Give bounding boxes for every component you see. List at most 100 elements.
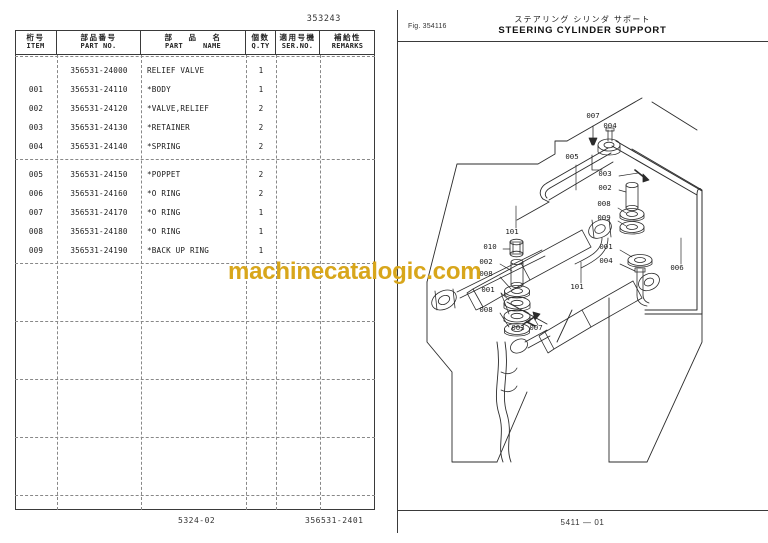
column-header-item: 桁号 ITEM: [15, 30, 57, 54]
figure-panel: Fig. 354116 ステアリング シリンダ サポート STEERING CY…: [397, 0, 768, 543]
cell-item: 009: [28, 246, 44, 255]
diagram-callout: 003: [511, 323, 524, 332]
table-row[interactable]: 004 356531-24140 *SPRING 2: [15, 137, 375, 156]
table-frame: [15, 30, 375, 510]
table-column-divider: [57, 55, 58, 510]
cell-qty: 1: [258, 66, 264, 75]
cell-rem: [320, 80, 375, 99]
cell-qty: 2: [258, 123, 264, 132]
column-header-part-name-en: PART NAME: [141, 42, 245, 50]
cell-name: *POPPET: [147, 170, 181, 179]
column-header-part-no: 部品番号 PART NO.: [57, 30, 141, 54]
footer-assembly-no: 356531-2401: [305, 516, 364, 525]
diagram-callout: 004: [599, 256, 613, 265]
parts-list-panel: 353243 桁号 ITEM 部品番号 PART NO. 部 品 名: [15, 14, 375, 525]
footer-revision-code: 5324-02: [178, 516, 216, 525]
column-header-remarks-jp: 補給性: [334, 33, 361, 43]
cell-rem: [320, 137, 375, 156]
cell-rem: [320, 222, 375, 241]
hdr-jp-a: 部: [164, 33, 174, 43]
diagram-callout: 003: [598, 169, 611, 178]
cell-name: *O RING: [147, 208, 181, 217]
cell-ser: [276, 61, 320, 80]
cell-ser: [276, 118, 320, 137]
cell-item: 003: [28, 123, 44, 132]
cell-item: 005: [28, 170, 44, 179]
cell-item: [15, 61, 57, 80]
table-row-divider: [15, 379, 375, 380]
column-header-item-jp: 桁号: [26, 33, 45, 43]
cell-item: 004: [28, 142, 44, 151]
table-row-divider: [15, 437, 375, 438]
cell-name: *BODY: [147, 85, 171, 94]
diagram-callout: 101: [570, 282, 583, 291]
diagram-callout: 002: [479, 257, 492, 266]
document-number: 353243: [306, 14, 341, 24]
column-header-part-name-jp: 部 品 名: [141, 34, 245, 42]
cell-part: 356531-24180: [70, 227, 128, 236]
cell-part: 356531-24110: [70, 85, 128, 94]
figure-footer-code: 5411 — 01: [560, 518, 605, 527]
diagram-callout: 001: [481, 285, 494, 294]
table-row-divider: [15, 56, 375, 57]
cell-qty: 1: [258, 208, 264, 217]
cell-qty: 2: [258, 170, 264, 179]
column-header-ser-no: 適用号機 SER.NO.: [276, 30, 320, 54]
cell-qty: 1: [258, 246, 264, 255]
figure-header-rule: [397, 41, 768, 42]
diagram-callout: 006: [670, 263, 683, 272]
column-header-remarks: 補給性 REMARKS: [320, 30, 375, 54]
table-column-divider: [246, 55, 247, 510]
diagram-callout: 008: [597, 199, 610, 208]
column-header-ser-no-jp: 適用号機: [279, 33, 316, 43]
table-column-divider: [141, 55, 142, 510]
cell-ser: [276, 137, 320, 156]
cell-rem: [320, 203, 375, 222]
cell-part: 356531-24140: [70, 142, 128, 151]
cell-qty: 2: [258, 142, 264, 151]
figure-title-jp: ステアリング シリンダ サポート: [514, 15, 651, 24]
cell-part: 356531-24130: [70, 123, 128, 132]
cell-ser: [276, 80, 320, 99]
cell-ser: [276, 222, 320, 241]
cell-name: *SPRING: [147, 142, 181, 151]
cell-rem: [320, 118, 375, 137]
table-row-divider: [15, 159, 375, 160]
figure-header: Fig. 354116 ステアリング シリンダ サポート STEERING CY…: [397, 14, 768, 42]
cell-item: 007: [28, 208, 44, 217]
cell-ser: [276, 184, 320, 203]
diagram-callout: 101: [505, 227, 518, 236]
table-row[interactable]: 007 356531-24170 *O RING 1: [15, 203, 375, 222]
diagram-callout: 001: [599, 242, 612, 251]
column-header-qty-jp: 個数: [251, 33, 270, 43]
parts-table: 桁号 ITEM 部品番号 PART NO. 部 品 名 PART NAME: [15, 30, 375, 510]
diagram-callout: 009: [597, 213, 610, 222]
column-header-part-no-en: PART NO.: [80, 41, 117, 50]
table-row-divider: [15, 263, 375, 264]
cell-ser: [276, 99, 320, 118]
cell-ser: [276, 203, 320, 222]
hdr-en-b: NAME: [202, 41, 222, 50]
diagram-callout: 008: [479, 305, 492, 314]
cell-part: 356531-24160: [70, 189, 128, 198]
hdr-jp-b: 品: [188, 33, 198, 43]
cell-part: 356531-24190: [70, 246, 128, 255]
cell-qty: 1: [258, 227, 264, 236]
diagram-callout: 005: [565, 152, 578, 161]
cell-part: 356531-24170: [70, 208, 128, 217]
cell-name: *O RING: [147, 189, 181, 198]
cell-rem: [320, 61, 375, 80]
cell-part: 356531-24120: [70, 104, 128, 113]
column-header-item-en: ITEM: [26, 41, 45, 50]
cell-qty: 2: [258, 104, 264, 113]
